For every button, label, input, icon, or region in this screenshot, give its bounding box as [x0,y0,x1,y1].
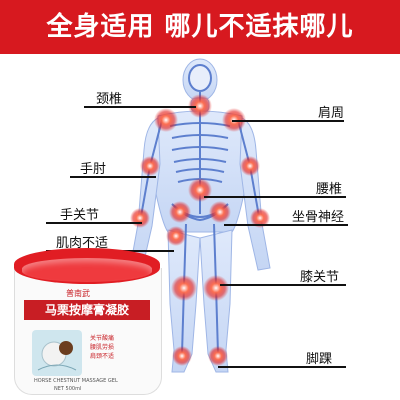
label-elbow: 手肘 [80,162,107,177]
leader-sciatic [224,224,348,226]
leader-ankle [218,366,346,368]
hip-right-glow [209,201,231,223]
leader-lumbar [204,196,346,198]
body-diagram-area: 颈椎 肩周 手肘 腰椎 手关节 坐骨神经 肌肉不适 膝关节 脚踝 [0,54,400,400]
leader-hand [46,222,142,224]
product-tags: 关节酸痛 腰肌劳损 肩颈不适 [90,334,114,361]
anatomy-figure [129,58,271,373]
banner-title: 全身适用 哪儿不适抹哪儿 [46,12,354,42]
shoulder-left-glow [154,108,178,132]
product-brand: 普南武 [66,289,90,298]
ankle-right-glow [208,346,228,366]
product-tag: 腰肌劳损 [90,344,115,351]
knee-right-glow [203,275,229,301]
label-muscle: 肌肉不适 [56,236,109,251]
label-sciatic: 坐骨神经 [292,210,345,225]
elbow-left-glow [140,156,160,176]
product-tag: 关节酸痛 [90,335,115,342]
product-english-name: HORSE CHESTNUT MASSAGE GEL [34,378,118,384]
neck-glow [188,94,212,118]
elbow-right-glow [240,156,260,176]
horse-chestnut-image [32,330,82,376]
product-jar: 普南武 马栗按摩膏凝胶 关节酸痛 腰肌劳损 肩颈不适 HORSE CHESTNU… [14,248,162,395]
product-capacity: NET 500ml [54,386,82,392]
top-banner: 全身适用 哪儿不适抹哪儿 [0,0,400,54]
leader-elbow [70,176,156,178]
hip-left-glow [169,201,191,223]
leader-knee [220,284,346,286]
label-knee: 膝关节 [300,270,340,285]
knee-left-glow [171,275,197,301]
product-name: 马栗按摩膏凝胶 [24,300,150,320]
label-lumbar: 腰椎 [316,182,343,197]
product-tag: 肩颈不适 [90,353,115,360]
leader-neck [84,106,196,108]
label-shoulder: 肩周 [318,106,345,121]
wrist-left-glow [130,208,150,228]
lumbar-glow [188,178,212,202]
wrist-right-glow [250,208,270,228]
thigh-glow [166,226,186,246]
label-hand: 手关节 [60,208,100,223]
ankle-left-glow [172,346,192,366]
label-neck: 颈椎 [96,92,123,107]
label-ankle: 脚踝 [306,352,333,367]
jar-gel [22,258,152,282]
leader-shoulder [232,120,344,122]
